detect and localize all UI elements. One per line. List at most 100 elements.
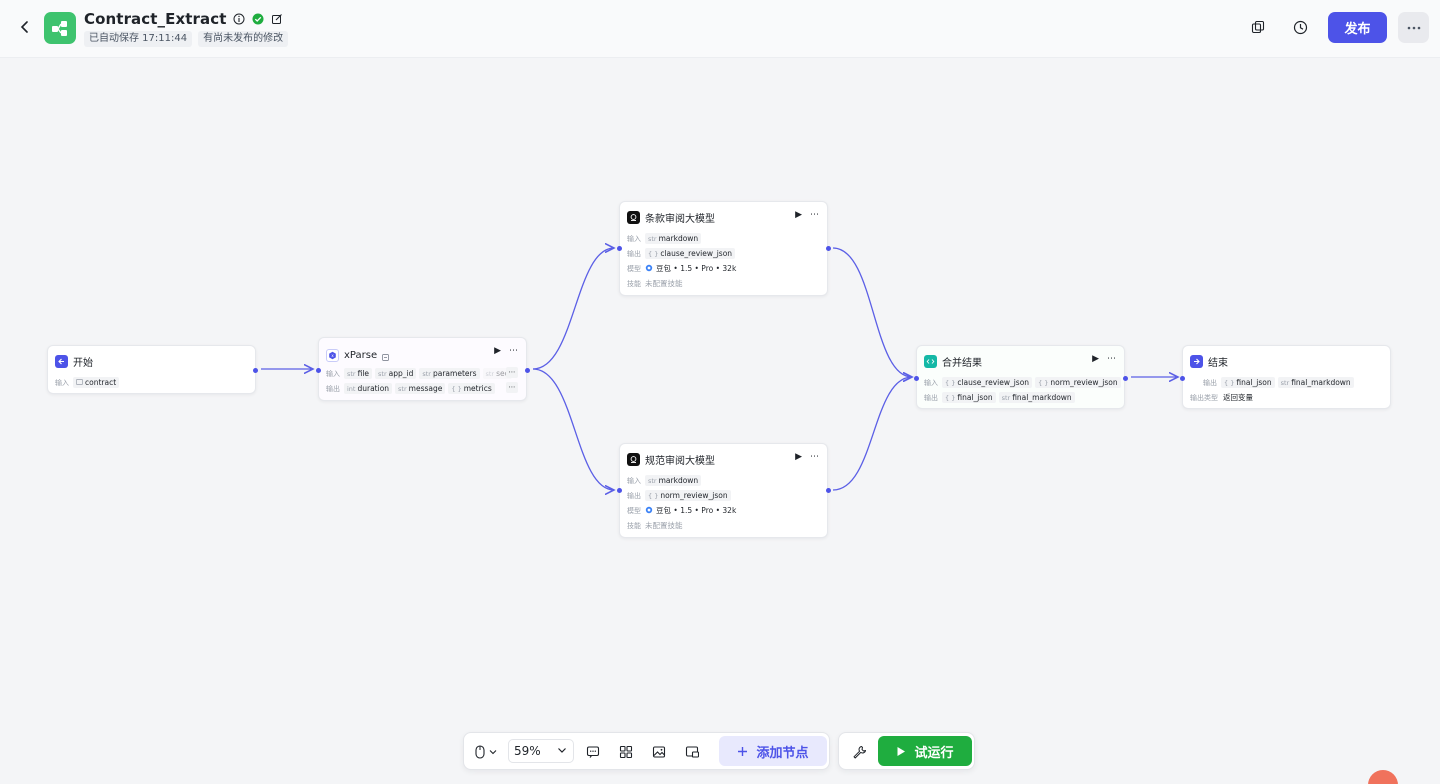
- more-outputs-icon[interactable]: ⋯: [506, 382, 518, 393]
- publish-button[interactable]: 发布: [1328, 12, 1387, 43]
- interaction-mode-button[interactable]: [472, 743, 502, 761]
- run-node-icon[interactable]: ▶: [1092, 354, 1099, 364]
- test-run-label: 试运行: [914, 745, 954, 761]
- node-title: 结束: [1208, 358, 1228, 369]
- minimap-icon: [685, 746, 699, 758]
- edit-icon[interactable]: [271, 13, 284, 26]
- node-title: 条款审阅大模型: [645, 214, 715, 225]
- variable-chip: { }final_json: [1221, 377, 1275, 388]
- input-port[interactable]: [316, 368, 321, 373]
- node-start[interactable]: 开始 输入 contract: [47, 345, 258, 394]
- zoom-value: 59%: [514, 744, 541, 758]
- node-title: xParse: [344, 350, 378, 361]
- row-label-input: 输入: [627, 234, 641, 243]
- skill-status: 未配置技能: [645, 279, 683, 288]
- node-more-icon[interactable]: ⋯: [1107, 354, 1116, 364]
- edge-xparse-clause: [532, 248, 614, 370]
- edge-norm-merge: [832, 377, 912, 491]
- comment-icon: [586, 746, 600, 758]
- output-port[interactable]: [525, 368, 530, 373]
- input-port[interactable]: [617, 246, 622, 251]
- zoom-select[interactable]: 59%: [508, 739, 574, 763]
- edge-xparse-norm: [532, 368, 614, 490]
- llm-node-icon: [627, 453, 640, 466]
- history-icon: [1293, 20, 1307, 34]
- history-button[interactable]: [1290, 17, 1310, 37]
- llm-node-icon: [627, 211, 640, 224]
- run-node-icon[interactable]: ▶: [795, 210, 802, 220]
- assistant-avatar[interactable]: [1368, 770, 1398, 784]
- chevron-down-icon: [556, 744, 568, 759]
- row-label-model: 模型: [627, 264, 641, 273]
- autosave-status: 已自动保存 17:11:44: [84, 31, 193, 47]
- more-options-button[interactable]: [1398, 12, 1429, 43]
- end-node-icon: [1190, 355, 1203, 368]
- row-label-output: 输出: [627, 491, 641, 500]
- run-toolbar: 试运行: [838, 732, 975, 770]
- app-logo-icon: [44, 12, 76, 44]
- output-port[interactable]: [826, 246, 831, 251]
- play-icon: [897, 746, 906, 756]
- node-merge-results[interactable]: 合并结果 ▶ ⋯ 输入 { }clause_review_json { }nor…: [914, 345, 1128, 409]
- comment-button[interactable]: [584, 743, 602, 761]
- row-label-skill: 技能: [627, 279, 641, 288]
- start-node-icon: [55, 355, 68, 368]
- more-inputs-icon[interactable]: ⋯: [506, 367, 518, 378]
- row-label-output: 输出: [627, 249, 641, 258]
- test-run-button[interactable]: 试运行: [878, 736, 972, 766]
- run-node-icon[interactable]: ▶: [795, 452, 802, 462]
- row-label-output: 输出: [1203, 378, 1217, 387]
- model-name: 豆包 • 1.5 • Pro • 32k: [656, 264, 737, 273]
- copy-button[interactable]: [1248, 17, 1268, 37]
- wrench-icon: [853, 746, 866, 759]
- output-port[interactable]: [1123, 376, 1128, 381]
- variable-chip: { }norm_review_json: [645, 490, 731, 501]
- input-port[interactable]: [1180, 376, 1185, 381]
- svg-text:x: x: [331, 353, 334, 358]
- auto-layout-button[interactable]: [617, 743, 635, 761]
- mouse-icon: [475, 745, 497, 759]
- copy-icon: [1251, 20, 1265, 34]
- doubao-model-icon: [645, 506, 653, 516]
- variable-chip: { }clause_review_json: [645, 248, 736, 259]
- doubao-model-icon: [645, 264, 653, 274]
- node-more-icon[interactable]: ⋯: [509, 346, 518, 356]
- row-label-model: 模型: [627, 506, 641, 515]
- add-node-button[interactable]: 添加节点: [719, 736, 827, 766]
- node-title: 合并结果: [942, 358, 982, 369]
- row-label-input: 输入: [627, 476, 641, 485]
- node-title: 规范审阅大模型: [645, 456, 715, 467]
- plus-icon: [738, 746, 748, 756]
- app-title: Contract_Extract: [84, 10, 227, 28]
- grid-icon: [619, 745, 633, 759]
- back-button[interactable]: [15, 17, 35, 37]
- minimap-button[interactable]: [683, 743, 701, 761]
- node-more-icon[interactable]: ⋯: [810, 210, 819, 220]
- info-icon[interactable]: [233, 13, 246, 26]
- debug-settings-button[interactable]: [850, 743, 868, 761]
- input-port[interactable]: [914, 376, 919, 381]
- model-name: 豆包 • 1.5 • Pro • 32k: [656, 506, 737, 515]
- output-port[interactable]: [826, 488, 831, 493]
- variable-chip: { }norm_review_json: [1035, 377, 1121, 388]
- code-node-icon: [924, 355, 937, 368]
- input-port[interactable]: [617, 488, 622, 493]
- node-more-icon[interactable]: ⋯: [810, 452, 819, 462]
- verified-check-icon: [252, 13, 265, 26]
- image-export-button[interactable]: [650, 743, 668, 761]
- row-label-skill: 技能: [627, 521, 641, 530]
- run-node-icon[interactable]: ▶: [494, 346, 501, 356]
- output-port[interactable]: [253, 368, 258, 373]
